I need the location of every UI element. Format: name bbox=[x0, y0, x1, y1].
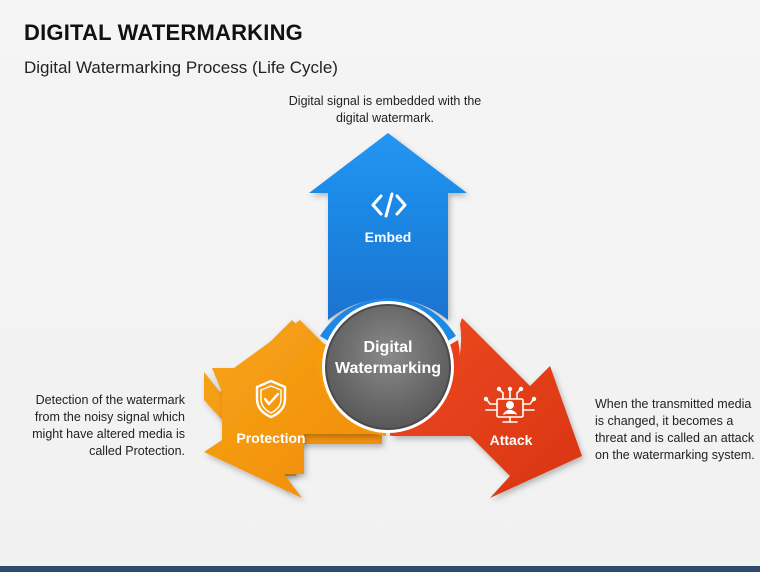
center-label-line2: Watermarking bbox=[335, 360, 441, 377]
bottom-accent-bar bbox=[0, 566, 760, 572]
shield-check-icon bbox=[255, 379, 287, 419]
attack-description: When the transmitted media is changed, i… bbox=[595, 397, 755, 462]
ring-blue bbox=[320, 298, 456, 342]
attack-label: Attack bbox=[490, 432, 533, 448]
hacker-monitor-icon bbox=[483, 386, 537, 423]
attack-arrow bbox=[392, 318, 582, 498]
embed-arrow bbox=[309, 133, 467, 320]
protection-description: Detection of the watermark from the nois… bbox=[32, 393, 185, 458]
embed-label: Embed bbox=[365, 229, 412, 245]
slide-subtitle: Digital Watermarking Process (Life Cycle… bbox=[24, 58, 338, 77]
center-circle bbox=[325, 304, 451, 430]
center-label-line1: Digital bbox=[364, 339, 413, 356]
protection-arrow-main bbox=[204, 320, 384, 498]
slide-title: DIGITAL WATERMARKING bbox=[24, 20, 303, 45]
protection-label: Protection bbox=[236, 430, 305, 446]
embed-description: Digital signal is embedded with the digi… bbox=[288, 94, 482, 125]
code-icon bbox=[371, 192, 407, 218]
